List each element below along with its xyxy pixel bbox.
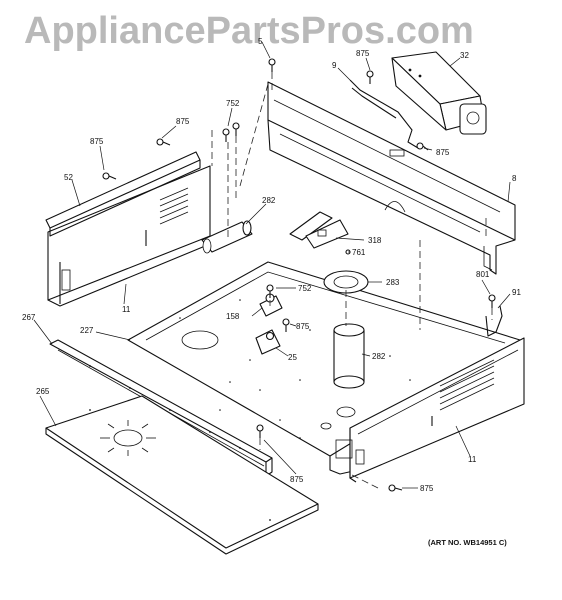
callout-5: 5 bbox=[258, 37, 263, 46]
callout-8: 8 bbox=[512, 174, 517, 183]
art-number: (ART NO. WB14951 C) bbox=[428, 538, 507, 547]
callout-265: 265 bbox=[36, 387, 50, 396]
callout-283: 283 bbox=[386, 278, 400, 287]
callout-9: 9 bbox=[332, 61, 337, 70]
callout-752: 752 bbox=[298, 284, 312, 293]
callout-875: 875 bbox=[296, 322, 310, 331]
screw-icon bbox=[366, 70, 374, 84]
callout-875: 875 bbox=[176, 117, 190, 126]
callout-282: 282 bbox=[372, 352, 386, 361]
fan-assembly bbox=[391, 51, 487, 135]
screw-icon bbox=[102, 172, 117, 180]
bottom-panel bbox=[45, 395, 319, 555]
callout-52: 52 bbox=[64, 173, 73, 182]
callout-875: 875 bbox=[420, 484, 434, 493]
watermark-text: AppliancePartsPros.com bbox=[24, 10, 474, 52]
flue-cylinder bbox=[333, 323, 365, 389]
callout-91: 91 bbox=[512, 288, 521, 297]
callout-875: 875 bbox=[90, 137, 104, 146]
screw-icon bbox=[222, 128, 230, 142]
back-panel bbox=[267, 81, 516, 275]
bracket-25 bbox=[255, 329, 281, 355]
callout-875: 875 bbox=[436, 148, 450, 157]
callout-875: 875 bbox=[290, 475, 304, 484]
callout-752: 752 bbox=[226, 99, 240, 108]
bracket-91 bbox=[485, 305, 503, 337]
screw-icon bbox=[416, 142, 429, 151]
screw-icon bbox=[266, 284, 274, 298]
callout-32: 32 bbox=[460, 51, 469, 60]
wire-bracket bbox=[349, 79, 419, 149]
callout-158: 158 bbox=[226, 312, 240, 321]
callout-labels: 5 875 32 9 752 875 875 875 8 52 282 318 … bbox=[22, 37, 521, 493]
screw-icon bbox=[488, 294, 496, 308]
callout-25: 25 bbox=[288, 353, 297, 362]
screw-icon bbox=[282, 318, 290, 332]
callout-11: 11 bbox=[122, 305, 131, 314]
right-side-panel bbox=[335, 337, 525, 483]
screw-icon bbox=[268, 58, 276, 72]
leader-lines bbox=[33, 41, 511, 489]
duct-tube-top bbox=[201, 220, 253, 254]
screws bbox=[102, 58, 496, 492]
callout-875: 875 bbox=[356, 49, 370, 58]
callout-267: 267 bbox=[22, 313, 36, 322]
callout-227: 227 bbox=[80, 326, 94, 335]
callout-801: 801 bbox=[476, 270, 490, 279]
callout-11: 11 bbox=[468, 455, 477, 464]
screw-icon bbox=[232, 122, 240, 136]
screw-icon bbox=[156, 138, 171, 146]
screw-icon bbox=[256, 424, 264, 438]
left-top-rail bbox=[45, 151, 201, 237]
switch-bracket bbox=[289, 211, 349, 249]
callout-761: 761 bbox=[352, 248, 366, 257]
assembly-lines bbox=[211, 72, 493, 489]
flue-ring bbox=[323, 270, 369, 294]
callout-282: 282 bbox=[262, 196, 276, 205]
screw-icon bbox=[388, 484, 403, 492]
callout-318: 318 bbox=[368, 236, 382, 245]
